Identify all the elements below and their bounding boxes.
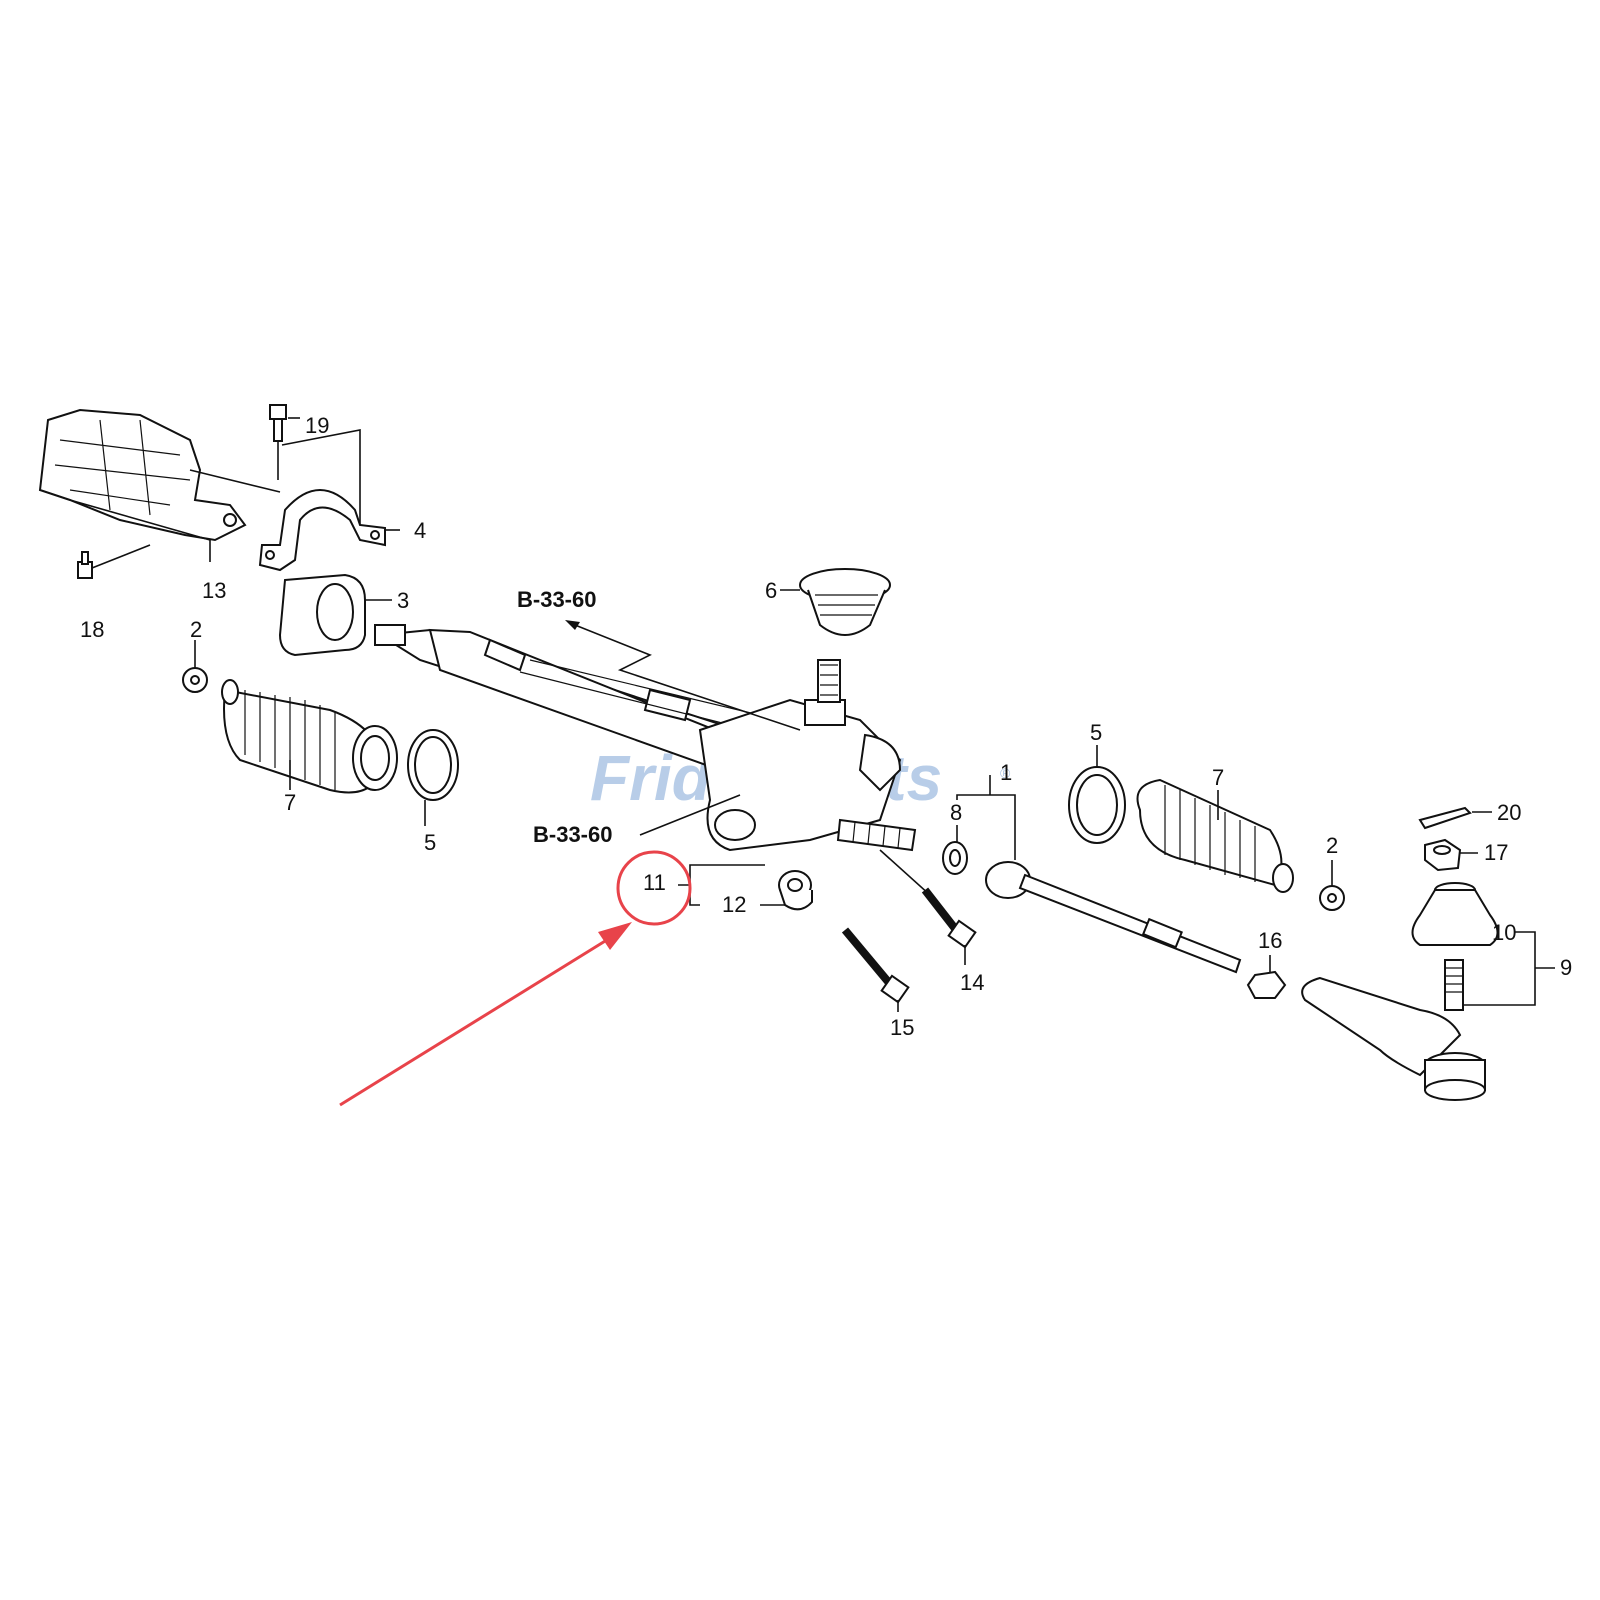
part-label-3: 3 [397,588,409,613]
highlight-arrow-shaft [339,936,611,1107]
bracket-4-part [258,489,386,572]
nut-17-part [1424,838,1462,872]
part-label-12: 12 [722,892,746,917]
bolt-15-part [841,927,910,1004]
part-label-13: 13 [202,578,226,603]
part-label-10: 10 [1492,920,1516,945]
part-label-6: 6 [765,578,777,603]
part-label-8: 8 [950,800,962,825]
steering-rack-part [374,624,917,852]
gear-bracket-12-part [778,870,813,911]
part-label-7-right: 7 [1212,765,1224,790]
part-label-5-left: 5 [424,830,436,855]
clamp-5-right-part [1068,766,1126,844]
part-label-19: 19 [305,413,329,438]
part-label-7-left: 7 [284,790,296,815]
part-label-2-left: 2 [190,617,202,642]
part-label-9: 9 [1560,955,1572,980]
part-label-11: 11 [643,870,666,895]
boot-7-left-part [221,679,398,794]
part-label-18: 18 [80,617,104,642]
washer-8-part [942,841,968,875]
reference-bottom: B-33-60 [533,794,741,847]
bolt-19-part [269,404,287,442]
boot-7-right-part [1136,778,1294,893]
part-label-2-right: 2 [1326,833,1338,858]
bolt-18-part [77,551,93,579]
part-label-16: 16 [1258,928,1282,953]
ball-joint-boot-10-part [1411,882,1499,946]
part-label-14: 14 [960,970,984,995]
nut-16-part [1246,970,1287,999]
part-label-1: 1 [1000,760,1012,785]
clip-2-left-part [182,667,208,693]
ref-top-label: B-33-60 [517,587,596,612]
part-label-20: 20 [1497,800,1521,825]
dust-seal-6-part [799,568,891,636]
bushing-3-part [278,573,366,657]
tie-rod-1-part [985,861,1242,974]
highlight-circle [616,850,692,926]
highlight-arrow-head [598,922,632,950]
clamp-5-left-part [407,729,459,801]
clip-2-right-part [1319,885,1345,911]
highlight-annotation [339,850,692,1107]
ref-bottom-label: B-33-60 [533,822,612,847]
heat-shield-part [38,408,247,542]
part-label-5-right: 5 [1090,720,1102,745]
part-label-15: 15 [890,1015,914,1040]
cotter-pin-20-part [1418,806,1472,830]
part-label-4: 4 [414,518,426,543]
watermark-registered-mark: ® [1000,765,1011,781]
tie-rod-end-9-part [1301,959,1486,1101]
bolt-14-part [921,887,977,949]
part-label-17: 17 [1484,840,1508,865]
reference-top: B-33-60 [517,587,801,731]
